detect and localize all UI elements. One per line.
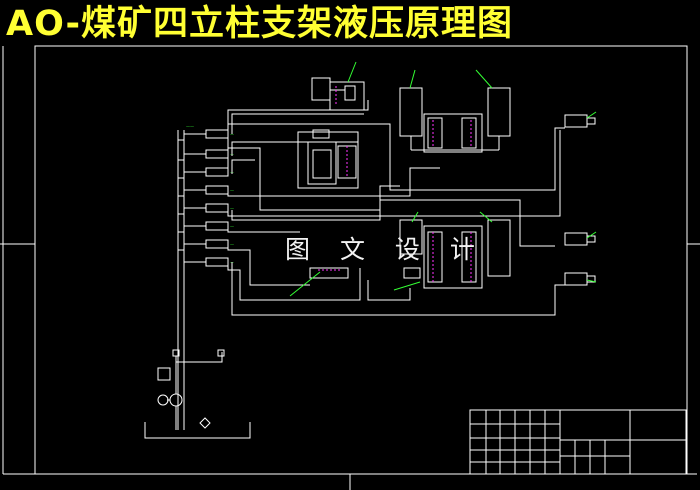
svg-text:—: — (230, 188, 234, 193)
watermark-text: 图 文 设 计 (285, 235, 486, 264)
label-leaders (289, 61, 597, 297)
svg-text:—: — (230, 224, 234, 229)
lower-column-pair (399, 219, 511, 289)
svg-text:—: — (230, 242, 234, 247)
upper-column-pair (399, 87, 511, 153)
side-protection-cylinders (309, 114, 596, 286)
control-valve-bank (177, 129, 229, 430)
dashed-circuit-lines (318, 86, 472, 282)
svg-text:——: —— (186, 124, 194, 129)
pump-station (144, 349, 251, 439)
top-hydraulic-lock (311, 77, 365, 111)
svg-text:—: — (230, 132, 234, 137)
hydraulic-pipes (178, 100, 565, 316)
centre-cylinder-assembly (297, 129, 359, 189)
svg-text:—: — (230, 206, 234, 211)
title-block (469, 409, 687, 475)
drawing-title: AO-煤矿四立柱支架液压原理图 (6, 4, 514, 44)
